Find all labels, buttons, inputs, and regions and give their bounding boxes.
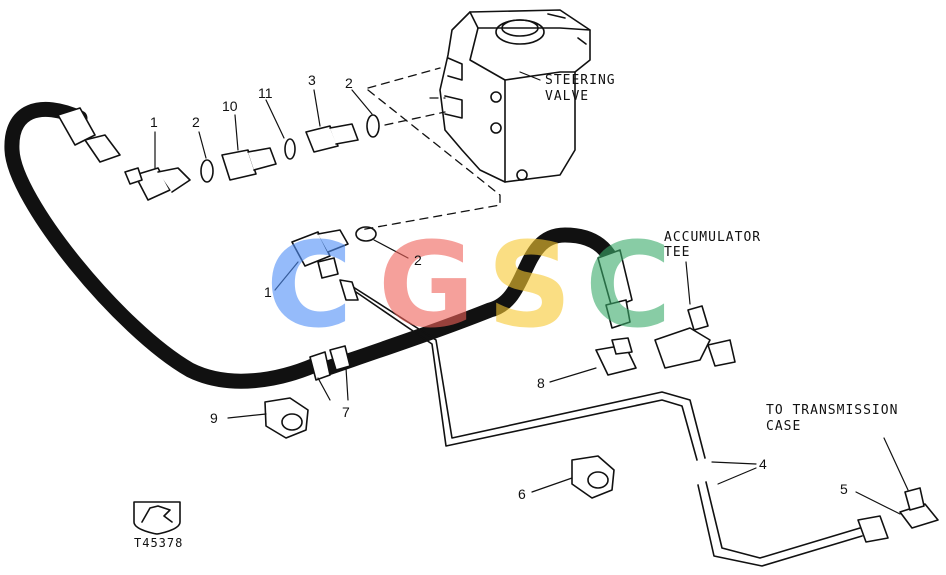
callout-3: 3 [308,72,316,88]
deere-logo [133,501,181,535]
watermark-letter-c2: C [585,216,672,354]
figure-id: T45378 [134,536,184,550]
callout-11: 11 [258,85,273,101]
o-ring-11 [284,138,296,160]
adapter-fitting-10 [221,147,277,181]
return-hose [4,102,323,389]
elbow-fitting-8 [595,337,637,376]
callout-5: 5 [840,481,848,497]
callout-6: 6 [518,486,526,502]
steering-valve-label-1: STEERING [545,73,616,88]
clamp-9 [264,397,309,439]
clamp-6 [571,455,615,499]
callout-2-mid: 2 [414,252,422,268]
callout-9: 9 [210,410,218,426]
dashed-guides [359,67,501,231]
accumulator-tee-label-1: ACCUMULATOR [664,230,762,245]
callout-2-top-left: 2 [192,114,200,130]
watermark-letter-s: S [487,216,572,354]
callout-2-top-right: 2 [345,75,353,91]
pressure-hose [314,227,623,378]
accumulator-tee [654,305,736,369]
connector-fitting-3 [305,123,359,153]
o-ring-mid [355,226,377,242]
o-ring-top-right [366,114,380,138]
callout-4: 4 [759,456,767,472]
to-transmission-label-2: CASE [766,419,802,434]
o-ring-top-left [200,159,214,183]
callout-10: 10 [222,98,238,114]
leader-lines [154,71,909,515]
callout-7: 7 [342,404,350,420]
callout-1-mid: 1 [264,284,272,300]
elbow-fitting-mid [291,229,349,279]
accumulator-tee-label-2: TEE [664,245,691,260]
to-transmission-label-1: TO TRANSMISSION [766,403,899,418]
elbow-fitting-top [84,134,191,201]
steel-tube [349,284,863,567]
callout-8: 8 [537,375,545,391]
steering-valve-label-2: VALVE [545,89,590,104]
callout-1-top: 1 [150,114,158,130]
elbow-fitting-5 [899,487,939,529]
watermark-letter-c1: C [266,216,353,354]
watermark-letter-g: G [378,216,475,354]
steering-valve [439,9,591,183]
